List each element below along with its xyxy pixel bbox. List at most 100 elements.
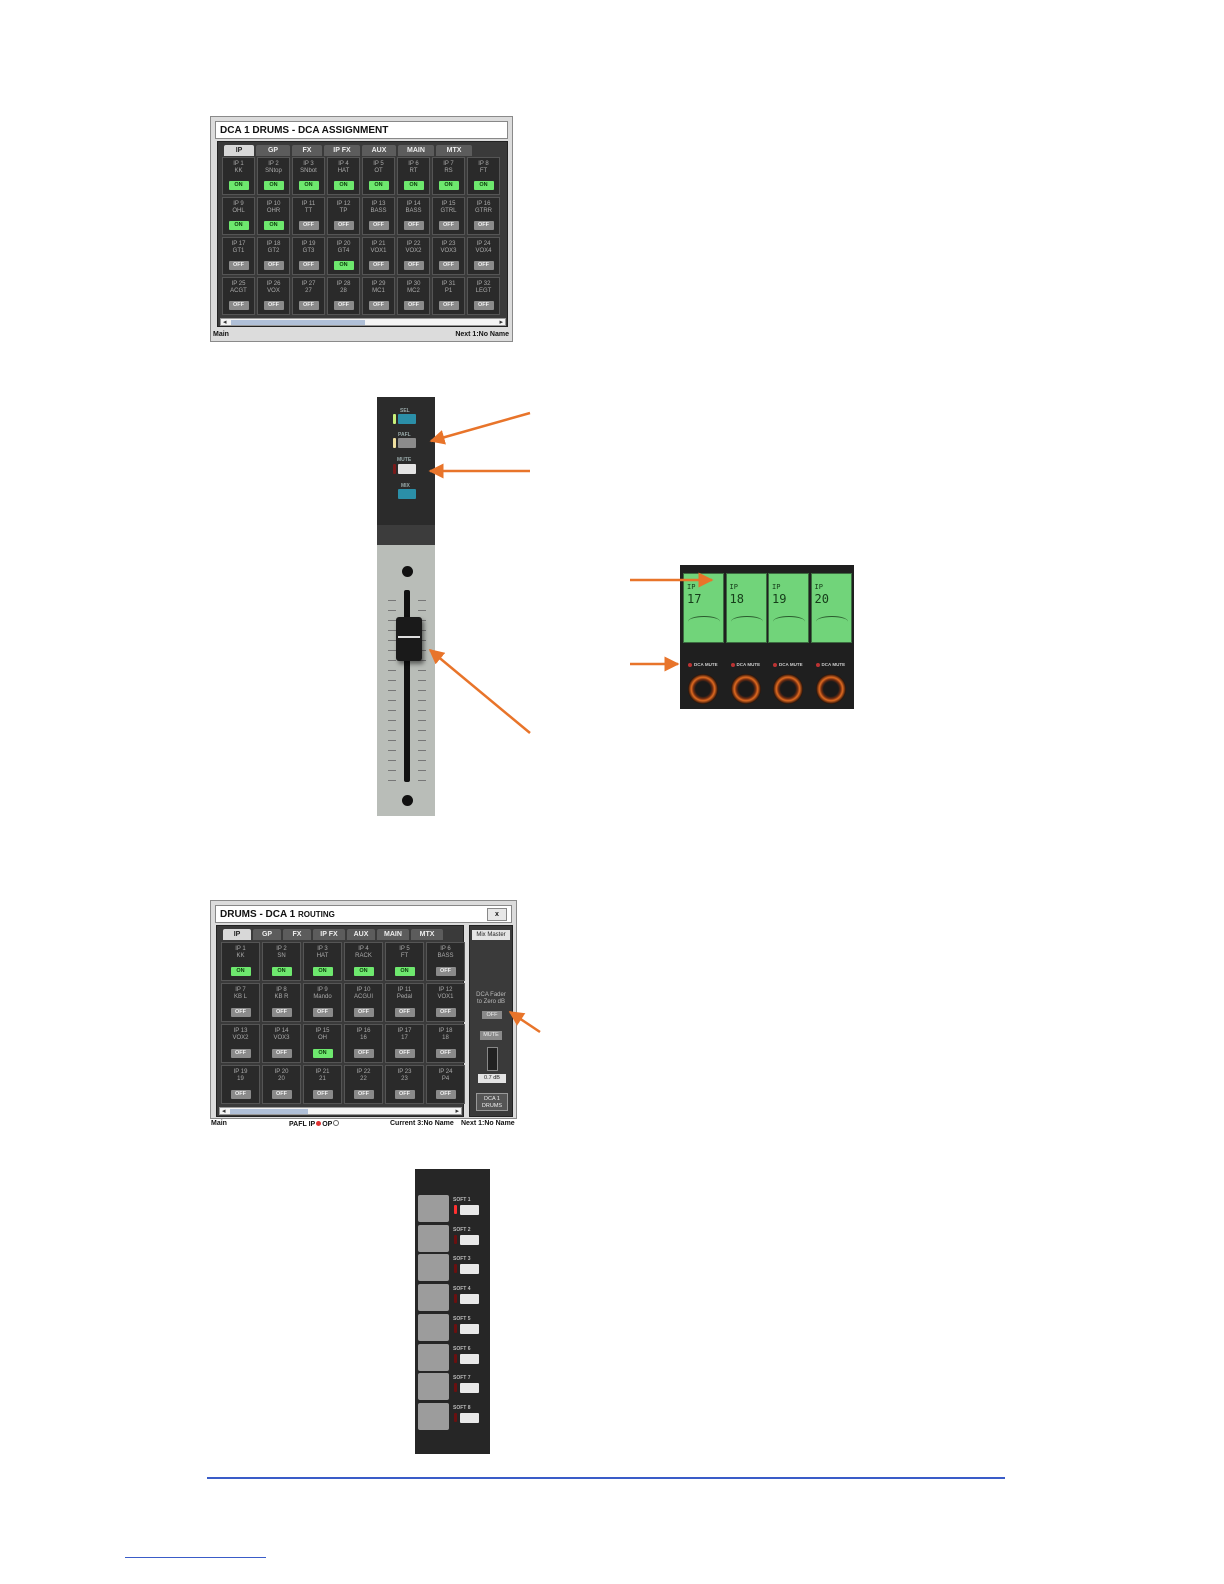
mute-button[interactable] xyxy=(398,464,416,474)
assign-toggle-button[interactable]: OFF xyxy=(353,1008,374,1017)
assign-toggle-button[interactable]: OFF xyxy=(394,1090,415,1099)
assign-toggle-button[interactable]: ON xyxy=(271,967,292,976)
assign-toggle-button[interactable]: OFF xyxy=(230,1049,251,1058)
assign-toggle-button[interactable]: ON xyxy=(353,967,374,976)
rotary-encoder[interactable] xyxy=(815,674,846,704)
soft-key-pad[interactable] xyxy=(418,1284,449,1312)
assign-toggle-button[interactable]: OFF xyxy=(228,301,249,310)
assign-toggle-button[interactable]: OFF xyxy=(435,1090,456,1099)
assign-toggle-button[interactable]: OFF xyxy=(312,1090,333,1099)
assign-toggle-button[interactable]: OFF xyxy=(230,1090,251,1099)
tab-ip[interactable]: IP xyxy=(224,145,254,156)
soft-key-pad[interactable] xyxy=(418,1224,449,1252)
tab-main[interactable]: MAIN xyxy=(377,929,409,940)
tab-aux[interactable]: AUX xyxy=(362,145,396,156)
assign-toggle-button[interactable]: OFF xyxy=(403,261,424,270)
scroll-right-icon[interactable]: ▸ xyxy=(499,319,503,326)
tab-mtx[interactable]: MTX xyxy=(436,145,472,156)
assign-toggle-button[interactable]: OFF xyxy=(333,301,354,310)
tab-gp[interactable]: GP xyxy=(253,929,281,940)
assign-toggle-button[interactable]: ON xyxy=(403,181,424,190)
assign-toggle-button[interactable]: OFF xyxy=(263,301,284,310)
assign-toggle-button[interactable]: OFF xyxy=(473,261,494,270)
soft-key-button[interactable] xyxy=(460,1353,479,1364)
scroll-thumb[interactable] xyxy=(230,1109,308,1114)
assign-toggle-button[interactable]: ON xyxy=(333,261,354,270)
sel-button[interactable] xyxy=(398,414,416,424)
tab-fx[interactable]: FX xyxy=(283,929,311,940)
soft-key-pad[interactable] xyxy=(418,1313,449,1341)
side-mute-button[interactable]: MUTE xyxy=(480,1031,502,1040)
assign-toggle-button[interactable]: OFF xyxy=(394,1008,415,1017)
soft-key-pad[interactable] xyxy=(418,1343,449,1371)
tab-ip-fx[interactable]: IP FX xyxy=(324,145,360,156)
assign-toggle-button[interactable]: ON xyxy=(298,181,319,190)
soft-key-button[interactable] xyxy=(460,1234,479,1245)
soft-key-button[interactable] xyxy=(460,1264,479,1275)
assign-toggle-button[interactable]: ON xyxy=(333,181,354,190)
tab-ip[interactable]: IP xyxy=(223,929,251,940)
assign-toggle-button[interactable]: OFF xyxy=(473,301,494,310)
assign-toggle-button[interactable]: ON xyxy=(228,221,249,230)
pafl-button[interactable] xyxy=(398,438,416,448)
assign-toggle-button[interactable]: OFF xyxy=(435,1049,456,1058)
rotary-encoder[interactable] xyxy=(688,674,718,704)
tab-ip-fx[interactable]: IP FX xyxy=(313,929,345,940)
tab-fx[interactable]: FX xyxy=(292,145,322,156)
scroll-left-icon[interactable]: ◂ xyxy=(222,1108,226,1115)
assign-toggle-button[interactable]: OFF xyxy=(298,301,319,310)
assign-toggle-button[interactable]: ON xyxy=(394,967,415,976)
assign-toggle-button[interactable]: OFF xyxy=(263,261,284,270)
assign-toggle-button[interactable]: OFF xyxy=(438,301,459,310)
assign-toggle-button[interactable]: OFF xyxy=(353,1049,374,1058)
close-button[interactable]: x xyxy=(487,908,507,921)
assign-toggle-button[interactable]: OFF xyxy=(368,221,389,230)
scroll-thumb[interactable] xyxy=(231,320,365,325)
soft-key-pad[interactable] xyxy=(418,1254,449,1282)
scroll-left-icon[interactable]: ◂ xyxy=(223,319,227,326)
assign-toggle-button[interactable]: OFF xyxy=(312,1008,333,1017)
assign-toggle-button[interactable]: OFF xyxy=(403,221,424,230)
tab-gp[interactable]: GP xyxy=(256,145,290,156)
mix-button[interactable] xyxy=(398,489,416,499)
assign-toggle-button[interactable]: ON xyxy=(263,221,284,230)
fader-knob[interactable] xyxy=(396,617,422,661)
soft-key-button[interactable] xyxy=(460,1294,479,1305)
assign-toggle-button[interactable]: OFF xyxy=(353,1090,374,1099)
dca-fader-zero-button[interactable]: OFF xyxy=(482,1011,502,1019)
tab-aux[interactable]: AUX xyxy=(347,929,375,940)
assign-toggle-button[interactable]: OFF xyxy=(435,1008,456,1017)
assign-toggle-button[interactable]: OFF xyxy=(271,1049,292,1058)
soft-key-pad[interactable] xyxy=(418,1402,449,1430)
assign-toggle-button[interactable]: OFF xyxy=(394,1049,415,1058)
assign-toggle-button[interactable]: OFF xyxy=(438,221,459,230)
assign-toggle-button[interactable]: ON xyxy=(228,181,249,190)
assign-toggle-button[interactable]: ON xyxy=(438,181,459,190)
assign-toggle-button[interactable]: OFF xyxy=(368,301,389,310)
soft-key-button[interactable] xyxy=(460,1383,479,1394)
soft-key-button[interactable] xyxy=(460,1412,479,1423)
soft-key-button[interactable] xyxy=(460,1323,479,1334)
assign-toggle-button[interactable]: ON xyxy=(263,181,284,190)
assign-toggle-button[interactable]: ON xyxy=(312,967,333,976)
rotary-encoder[interactable] xyxy=(730,674,761,704)
side-mini-fader[interactable] xyxy=(487,1047,498,1071)
assign-toggle-button[interactable]: OFF xyxy=(435,967,456,976)
assign-toggle-button[interactable]: OFF xyxy=(230,1008,251,1017)
assign-toggle-button[interactable]: OFF xyxy=(368,261,389,270)
assign-toggle-button[interactable]: OFF xyxy=(298,221,319,230)
tab-main[interactable]: MAIN xyxy=(398,145,434,156)
soft-key-pad[interactable] xyxy=(418,1373,449,1401)
assign-toggle-button[interactable]: OFF xyxy=(473,221,494,230)
assign-toggle-button[interactable]: OFF xyxy=(298,261,319,270)
assign-toggle-button[interactable]: ON xyxy=(312,1049,333,1058)
tab-mtx[interactable]: MTX xyxy=(411,929,443,940)
soft-key-button[interactable] xyxy=(460,1205,479,1215)
assign-toggle-button[interactable]: ON xyxy=(368,181,389,190)
dca-routing-scrollbar[interactable]: ◂ ▸ xyxy=(219,1107,462,1115)
assign-toggle-button[interactable]: OFF xyxy=(438,261,459,270)
assign-toggle-button[interactable]: ON xyxy=(230,967,251,976)
rotary-encoder[interactable] xyxy=(773,674,803,704)
scroll-right-icon[interactable]: ▸ xyxy=(455,1108,459,1115)
dca-assignment-scrollbar[interactable]: ◂ ▸ xyxy=(220,318,506,326)
